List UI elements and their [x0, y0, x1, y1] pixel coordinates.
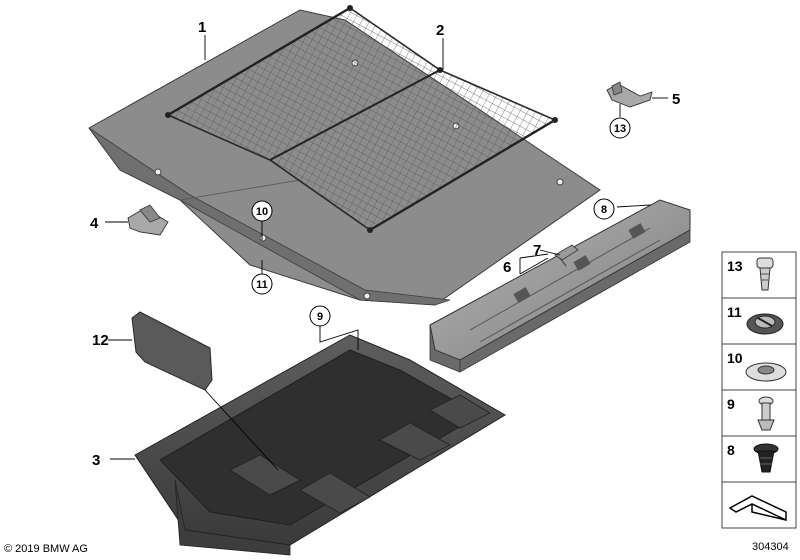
loading-sill-trim — [429, 199, 691, 373]
holder-part — [127, 204, 169, 236]
callout-10: 10 — [256, 206, 268, 218]
callout-1: 1 — [198, 19, 206, 36]
storage-tray — [134, 334, 506, 556]
fastener-legend: 13 11 10 — [721, 251, 797, 529]
callout-2: 2 — [436, 22, 444, 39]
legend-number: 9 — [727, 396, 735, 412]
push-pin-icon — [757, 396, 775, 431]
copyright-text: © 2019 BMW AG — [4, 543, 88, 555]
bracket-part — [606, 81, 653, 108]
diagram-id: 304304 — [752, 541, 789, 553]
callout-9: 9 — [317, 311, 323, 323]
callout-labels: 1 2 3 4 5 6 7 12 8 9 10 11 13 — [90, 19, 680, 469]
expanding-clip-icon — [746, 313, 784, 335]
callout-8: 8 — [601, 204, 607, 216]
callout-4: 4 — [90, 215, 99, 232]
luggage-net — [165, 5, 558, 233]
reference-arrow-icon — [728, 495, 787, 522]
legend-row-9: 9 — [721, 389, 797, 437]
legend-row-13: 13 — [721, 251, 797, 299]
callout-5: 5 — [672, 91, 680, 108]
cover-panel — [131, 311, 213, 391]
round-nut-icon — [745, 362, 787, 382]
legend-number: 13 — [727, 258, 743, 274]
legend-row-10: 10 — [721, 343, 797, 391]
screw-clip-icon — [756, 257, 774, 291]
callout-6: 6 — [503, 259, 511, 276]
legend-row-8: 8 — [721, 435, 797, 483]
callout-11: 11 — [256, 279, 268, 291]
spread-rivet-icon — [753, 443, 779, 473]
callout-12: 12 — [92, 332, 109, 349]
legend-row-11: 11 — [721, 297, 797, 345]
callout-7: 7 — [533, 242, 541, 259]
callout-13: 13 — [614, 123, 626, 135]
leader-lines — [105, 35, 668, 471]
callout-3: 3 — [92, 452, 100, 469]
clip-part — [554, 244, 579, 267]
legend-row-reference — [721, 481, 797, 529]
legend-number: 11 — [727, 304, 742, 320]
legend-number: 10 — [727, 350, 743, 366]
legend-number: 8 — [727, 442, 735, 458]
